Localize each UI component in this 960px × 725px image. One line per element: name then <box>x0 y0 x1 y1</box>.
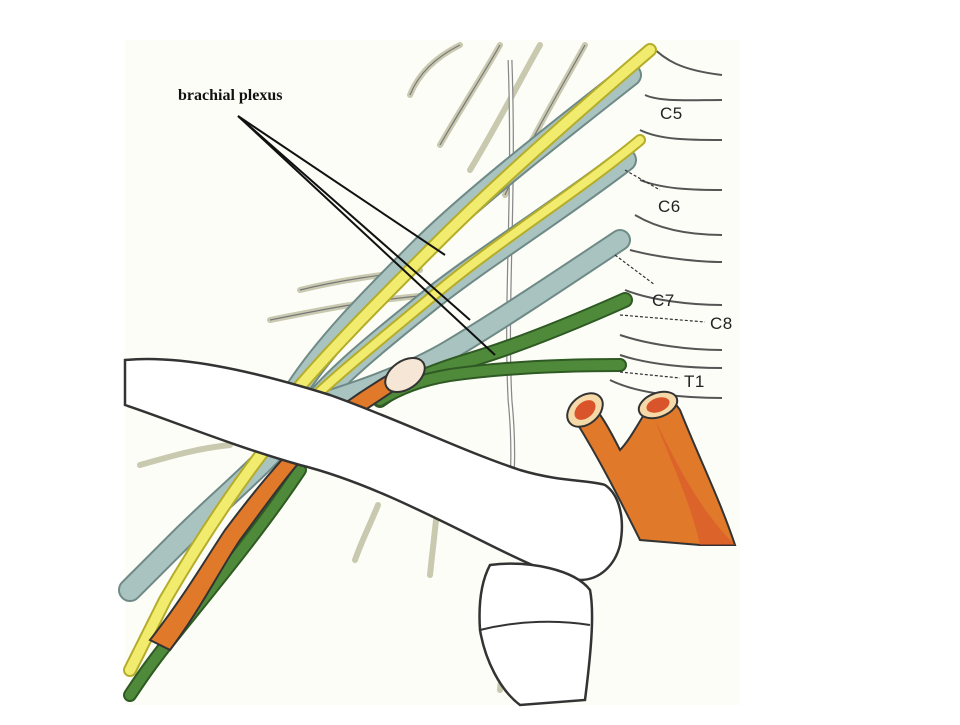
label-pointers <box>237 115 496 356</box>
nerve-yellow <box>123 43 657 677</box>
label-c7: C7 <box>652 291 675 310</box>
label-c6: C6 <box>658 197 681 216</box>
root-leaders <box>614 169 706 379</box>
aortic-vessels <box>566 390 737 546</box>
label-c8: C8 <box>710 314 733 333</box>
sternum-bone <box>478 562 594 707</box>
label-c5: C5 <box>660 104 683 123</box>
clavicle-bone <box>123 357 624 582</box>
title-label: brachial plexus <box>178 87 283 104</box>
label-t1: T1 <box>684 372 705 391</box>
